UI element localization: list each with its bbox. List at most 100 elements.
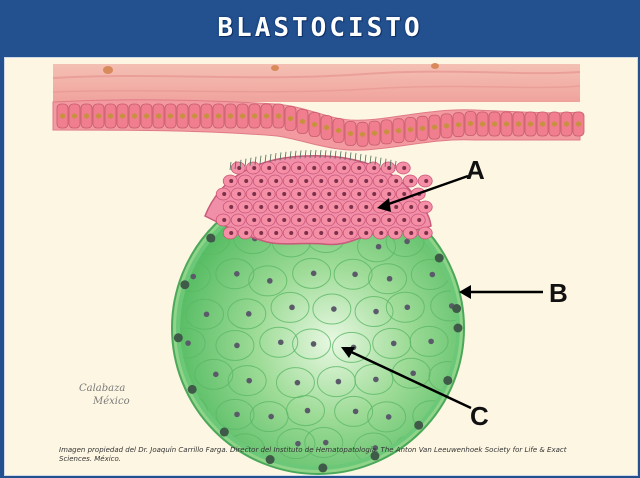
cell-nucleus (259, 179, 264, 183)
blastocoel-cell (354, 363, 394, 395)
cell-nucleus (373, 376, 379, 383)
blastocoel-cell (286, 395, 326, 427)
cell-nucleus (424, 205, 429, 209)
cell-nucleus (455, 236, 460, 242)
microvillus (309, 150, 312, 159)
cell-nucleus (375, 243, 382, 250)
cell-nucleus (455, 122, 462, 128)
cell-nucleus (334, 179, 339, 183)
cell-nucleus (443, 123, 450, 129)
cell-nucleus (349, 205, 354, 209)
cell-nucleus (222, 192, 227, 196)
cell-nucleus (394, 231, 399, 235)
cell-nucleus (274, 205, 279, 209)
trophoblast-nucleus (414, 420, 424, 430)
cell-nucleus (252, 192, 257, 196)
microvillus (354, 153, 357, 162)
cell-nucleus (327, 192, 332, 196)
cell-nucleus (364, 231, 369, 235)
microvillus (369, 155, 372, 164)
blastocoel-cell (391, 357, 431, 389)
cell-nucleus (268, 413, 274, 420)
cell-nucleus (387, 218, 392, 222)
cell-nucleus (379, 231, 384, 235)
blastocoel-cell (409, 325, 449, 357)
cell-nucleus (312, 218, 317, 222)
cell-nucleus (289, 205, 294, 209)
cell-nucleus (304, 205, 309, 209)
diagram-panel: A B C Calabaza México Imagen propiedad d… (4, 57, 638, 476)
cell-nucleus (371, 130, 378, 136)
cell-nucleus (394, 179, 399, 183)
cell-nucleus (322, 439, 329, 446)
cell-nucleus (155, 113, 162, 119)
microvillus (239, 159, 242, 168)
cell-nucleus (143, 113, 150, 119)
cell-nucleus (409, 205, 414, 209)
blastocoel-cell (367, 401, 407, 433)
cell-nucleus (387, 192, 392, 196)
blastocoel-cell (385, 291, 425, 323)
cell-nucleus (245, 311, 252, 317)
cell-nucleus (467, 120, 474, 127)
trophoblast-nucleus (318, 463, 328, 473)
microvillus (259, 155, 262, 164)
cell-nucleus (227, 113, 234, 119)
cell-nucleus (404, 304, 411, 311)
svg-text:Calabaza: Calabaza (79, 383, 125, 394)
cell-nucleus (295, 440, 301, 447)
cell-nucleus (539, 121, 546, 127)
cell-nucleus (429, 271, 436, 278)
cell-nucleus (342, 218, 347, 222)
cell-nucleus (119, 113, 126, 119)
cell-nucleus (386, 275, 393, 282)
cell-nucleus (237, 218, 242, 222)
microvillus (329, 150, 332, 159)
microvillus (359, 153, 362, 162)
cell-nucleus (407, 126, 414, 133)
cell-nucleus (312, 166, 317, 170)
blastocoel-cell (248, 265, 288, 297)
cell-nucleus (352, 408, 359, 415)
cell-nucleus (342, 166, 347, 170)
microvillus (314, 149, 317, 159)
cell-nucleus (491, 121, 498, 127)
cell-nucleus (294, 379, 301, 386)
cell-nucleus (359, 131, 366, 137)
cell-nucleus (251, 113, 258, 119)
cell-nucleus (387, 166, 392, 170)
cell-nucleus (237, 192, 242, 196)
microvillus (389, 159, 392, 168)
cell-nucleus (319, 179, 324, 183)
cell-nucleus (364, 179, 369, 183)
microvillus (284, 151, 287, 160)
trophoblast-nucleus (443, 375, 453, 385)
microvilli (229, 149, 397, 171)
cell-nucleus (252, 166, 257, 170)
cell-nucleus (551, 121, 558, 127)
cell-nucleus (234, 271, 240, 277)
cell-nucleus (311, 121, 318, 128)
cell-nucleus (364, 205, 369, 209)
cell-nucleus (402, 166, 407, 170)
microvillus (334, 150, 337, 159)
cell-nucleus (563, 121, 570, 127)
microvillus (349, 152, 352, 161)
cell-nucleus (304, 179, 309, 183)
cell-nucleus (203, 113, 210, 119)
cell-nucleus (289, 179, 294, 183)
blastocoel-cell (215, 329, 255, 361)
trophoblast-nucleus (370, 451, 380, 461)
cell-nucleus (266, 278, 273, 284)
blastocoel-cell (312, 293, 352, 325)
trophoblast-nucleus (219, 427, 229, 437)
trophoblast-nucleus (452, 304, 462, 314)
blastocoel-cell (333, 258, 373, 290)
cell-nucleus (323, 124, 330, 131)
cell-nucleus (107, 113, 114, 119)
cell-nucleus (59, 113, 66, 119)
cell-nucleus (428, 338, 434, 345)
microvillus (244, 158, 247, 167)
cell-nucleus (424, 231, 429, 235)
cell-nucleus (289, 304, 295, 311)
